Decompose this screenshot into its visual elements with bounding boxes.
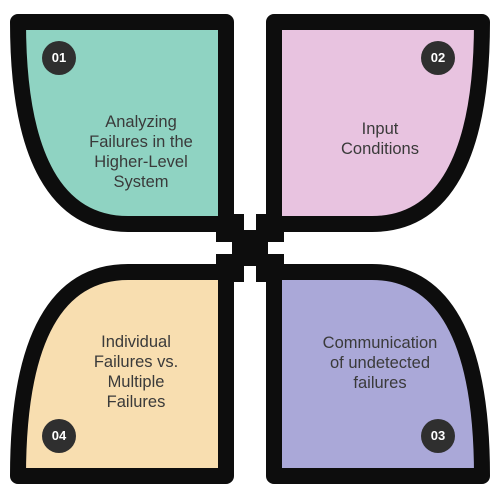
badge-01: 01: [42, 41, 76, 75]
petal-01-line: System: [113, 173, 169, 191]
petal-04-line: Individual: [101, 333, 171, 351]
center-square: [232, 230, 268, 266]
petal-03-line: of undetected: [330, 354, 430, 372]
petal-03-line: failures: [353, 374, 407, 392]
petal-01-text: Analyzing Failures in the Higher-Level S…: [56, 112, 226, 192]
petal-02-line: Input: [361, 120, 399, 138]
petal-01-line: Analyzing: [105, 113, 177, 131]
petal-01-line: Higher-Level: [94, 153, 188, 171]
petal-04-line: Failures vs.: [93, 353, 179, 371]
petal-02-line: Conditions: [341, 140, 419, 158]
petal-02-text: Input Conditions: [280, 119, 480, 159]
badge-02: 02: [421, 41, 455, 75]
petal-01-line: Failures in the: [89, 133, 193, 151]
petal-04-line: Failures: [106, 393, 166, 411]
petal-04-line: Multiple: [107, 373, 165, 391]
petal-01: [10, 14, 234, 232]
badge-03: 03: [421, 419, 455, 453]
petal-03-line: Communication: [322, 334, 438, 352]
badge-04: 04: [42, 419, 76, 453]
petal-03-text: Communication of undetected failures: [280, 333, 480, 393]
petal-04-text: Individual Failures vs. Multiple Failure…: [36, 332, 236, 412]
